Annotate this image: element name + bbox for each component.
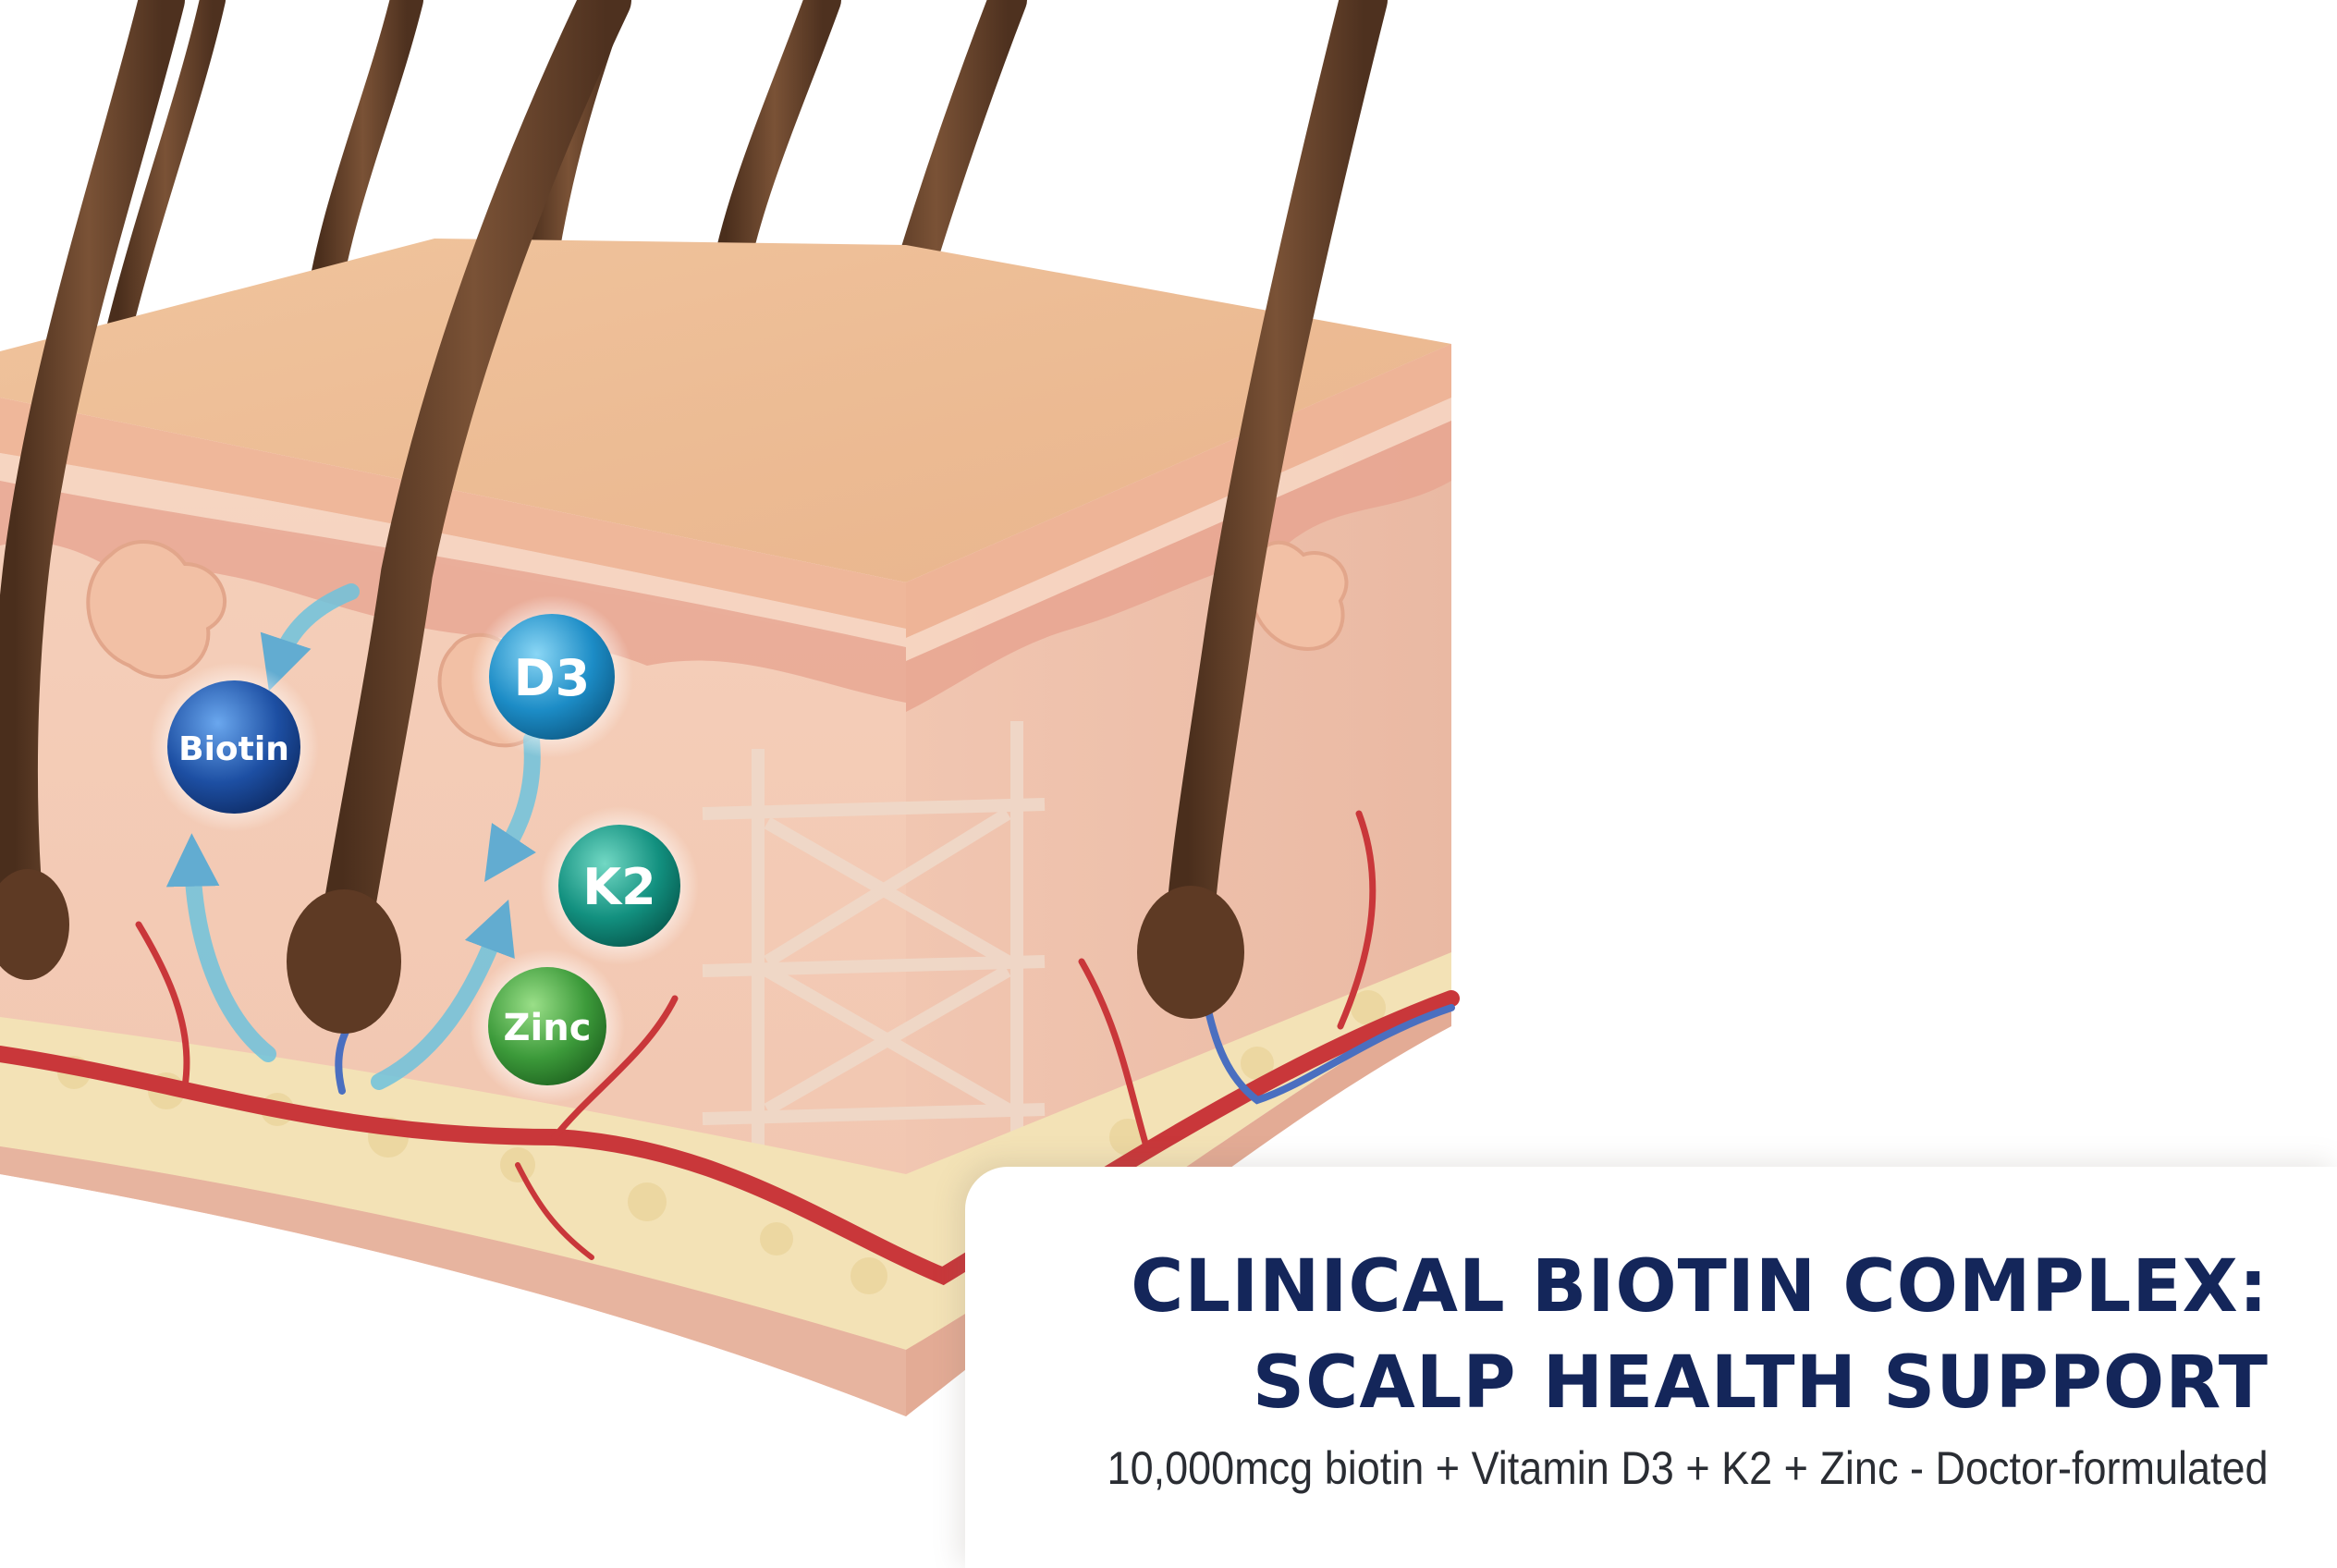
scalp-top-surface [0,239,1451,582]
hair-follicles [0,0,1388,1034]
product-info-card: CLINICAL BIOTIN COMPLEX: SCALP HEALTH SU… [965,1167,2337,1568]
biotin-label: Biotin [178,730,289,768]
zinc-label: Zinc [504,1007,592,1049]
product-title: CLINICAL BIOTIN COMPLEX: SCALP HEALTH SU… [1131,1239,2269,1431]
product-title-line-2: SCALP HEALTH SUPPORT [1252,1341,2269,1425]
collagen-lattice [702,721,1046,1211]
d3-label: D3 [514,649,590,707]
product-title-line-1: CLINICAL BIOTIN COMPLEX: [1131,1245,2269,1329]
k2-label: K2 [582,858,655,916]
sebaceous-glands [86,540,1349,748]
product-subtitle: 10,000mcg biotin + Vitamin D3 + K2 + Zin… [1107,1442,2269,1494]
nutrient-flow-arrows [165,583,541,1090]
zinc-molecule: Zinc [470,949,625,1104]
d3-molecule: D3 [471,595,633,758]
fat-layer [0,952,1451,1350]
biotin-molecule: Biotin [149,662,319,832]
k2-molecule: K2 [540,806,699,965]
